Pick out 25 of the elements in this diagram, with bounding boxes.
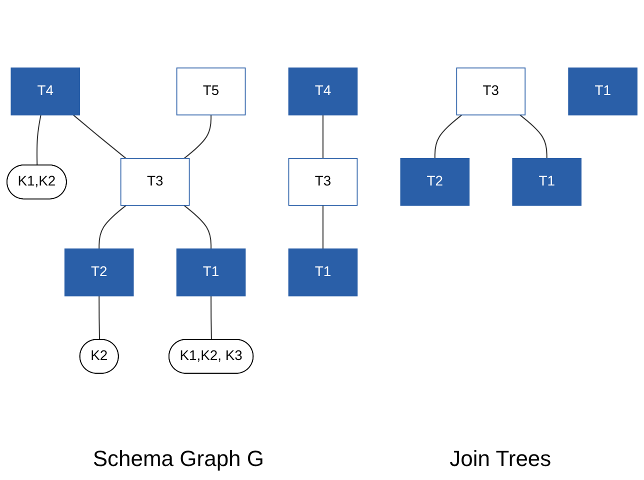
caption: Join Trees <box>450 446 552 472</box>
node-box: T3 <box>288 158 358 206</box>
node-box: T3 <box>456 68 526 116</box>
node-box: T1 <box>568 68 638 116</box>
connector <box>520 114 548 159</box>
node-box: T1 <box>288 248 358 297</box>
node-box: T1 <box>512 158 582 206</box>
connector <box>434 114 462 159</box>
node-box: T5 <box>176 68 246 116</box>
connector <box>36 115 42 166</box>
connector <box>184 115 212 160</box>
connector <box>184 205 212 250</box>
node-box: T2 <box>400 158 470 206</box>
node-box: T4 <box>10 68 80 116</box>
connector <box>210 296 212 340</box>
connector <box>98 296 100 340</box>
node-box: T2 <box>64 248 134 297</box>
connector <box>322 206 324 250</box>
node-box: T3 <box>120 158 190 206</box>
connector <box>72 114 126 160</box>
caption: Schema Graph G <box>92 446 264 472</box>
node-box: T4 <box>288 68 358 116</box>
connector <box>98 205 126 250</box>
connector <box>322 115 324 159</box>
node-box: T1 <box>176 248 246 297</box>
